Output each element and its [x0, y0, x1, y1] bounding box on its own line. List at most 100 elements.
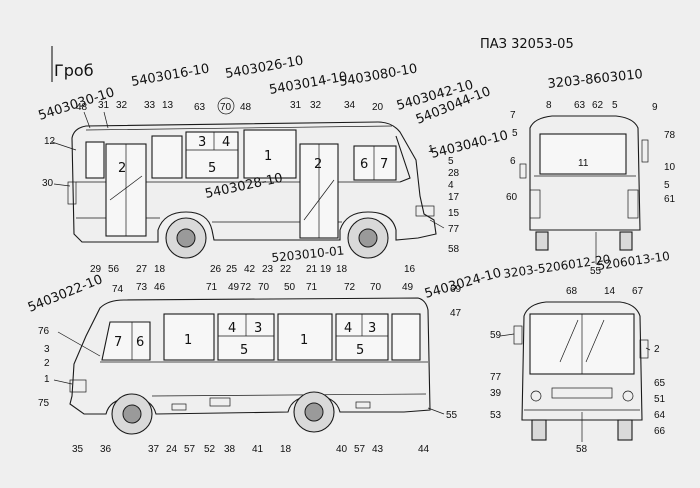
- b-callout-41: 41: [252, 444, 264, 455]
- window-2: [185, 131, 239, 179]
- front-callout-14: 14: [604, 286, 616, 297]
- callout-4: 4: [448, 180, 454, 191]
- callout-13: 13: [162, 100, 174, 111]
- front-lamp-right: [622, 390, 634, 402]
- callout-25: 25: [226, 264, 238, 275]
- callout-32b: 32: [310, 100, 322, 111]
- callout-18a: 18: [154, 264, 166, 275]
- callout-30: 30: [42, 178, 54, 189]
- part-5403014: 5403014-10: [268, 69, 349, 98]
- rear-callout-5b: 5: [512, 128, 518, 139]
- leader-12: [51, 141, 77, 151]
- rear-window: [539, 133, 627, 175]
- b-callout-37: 37: [148, 444, 160, 455]
- part-3203-8603010: 3203-8603010: [547, 67, 644, 92]
- b-callout-73: 73: [136, 282, 148, 293]
- side-view-bottom: 7 6 1 4 3 5 1 4 3 5: [69, 297, 431, 435]
- callout-26: 26: [210, 264, 222, 275]
- leader-48a: [83, 111, 91, 129]
- callout-48b: 48: [240, 102, 252, 113]
- rear-door-diag: [109, 175, 143, 201]
- panel-b-4b: 4: [344, 321, 352, 336]
- callout-20: 20: [372, 102, 384, 113]
- callout-27: 27: [136, 264, 148, 275]
- part-5403022: 5403022-10: [26, 272, 105, 316]
- panel-b-7: 7: [114, 335, 122, 350]
- callout-33: 33: [144, 100, 156, 111]
- grille: [551, 387, 613, 399]
- bottom-skirt: [151, 393, 427, 397]
- callout-48a: 48: [76, 102, 88, 113]
- callout-58: 58: [448, 244, 460, 255]
- leader-77: [429, 219, 445, 229]
- rear-body-outline: [529, 115, 641, 231]
- callout-63: 63: [194, 102, 206, 113]
- rear-lamp-left: [529, 189, 541, 219]
- top-body-outline: [71, 121, 437, 243]
- part-5203010: 5203010-01: [271, 243, 345, 265]
- b-callout-2: 2: [44, 358, 50, 369]
- b-callout-47: 47: [450, 308, 462, 319]
- rear-callout-78: 78: [664, 130, 676, 141]
- front-lamp-left: [530, 390, 542, 402]
- leader-b-55: [427, 407, 445, 415]
- b-callout-55: 55: [446, 410, 458, 421]
- front-callout-39: 39: [490, 388, 502, 399]
- b-callout-70b: 70: [370, 282, 382, 293]
- callout-29: 29: [90, 264, 102, 275]
- front-callout-66: 66: [654, 426, 666, 437]
- bwin-5: [391, 313, 421, 361]
- callout-31a: 31: [98, 100, 110, 111]
- b-callout-69: 69: [450, 284, 462, 295]
- rear-callout-60: 60: [506, 192, 518, 203]
- cab-window: [101, 321, 151, 361]
- b-callout-52: 52: [204, 444, 216, 455]
- callout-42: 42: [244, 264, 256, 275]
- wiper-right: [585, 319, 605, 363]
- panel-5: 5: [208, 161, 216, 176]
- callout-70-ring: [217, 97, 235, 115]
- b-callout-40: 40: [336, 444, 348, 455]
- rear-callout-6: 6: [510, 156, 516, 167]
- driver-window: [353, 145, 397, 181]
- callout-19: 19: [320, 264, 332, 275]
- callout-5-top: 5: [448, 156, 454, 167]
- part-5403024: 5403024-10: [423, 266, 503, 302]
- b-callout-43: 43: [372, 444, 384, 455]
- rear-mirror-right: [641, 139, 649, 163]
- hatch-3: [355, 401, 371, 409]
- panel-b-5b: 5: [356, 343, 364, 358]
- b-callout-57a: 57: [184, 444, 196, 455]
- panel-b-1b: 1: [300, 333, 308, 348]
- rear-callout-7: 7: [510, 110, 516, 121]
- front-body-outline: [521, 301, 643, 421]
- callout-31b: 31: [290, 100, 302, 111]
- part-5403026: 5403026-10: [224, 53, 305, 82]
- leader-30: [53, 183, 71, 187]
- front-callout-58: 58: [576, 444, 588, 455]
- part-5403080: 5403080-10: [338, 61, 419, 90]
- front-callout-67: 67: [632, 286, 644, 297]
- front-headlight: [69, 379, 87, 393]
- callout-17: 17: [448, 192, 460, 203]
- panel-b-6: 6: [136, 335, 144, 350]
- header-model-text: ПАЗ 32053-05: [480, 37, 574, 52]
- rear-callout-5c: 5: [664, 180, 670, 191]
- b-callout-38: 38: [224, 444, 236, 455]
- b-callout-72a: 72: [240, 282, 252, 293]
- callout-16: 16: [404, 264, 416, 275]
- hatch-1: [171, 403, 187, 411]
- wiper-left: [559, 319, 579, 363]
- leader-b-1: [53, 379, 73, 385]
- callout-56: 56: [108, 264, 120, 275]
- panel-b-3b: 3: [368, 321, 376, 336]
- b-callout-74: 74: [112, 284, 124, 295]
- rear-lamp-right: [627, 189, 639, 219]
- rear-wheel-left: [535, 231, 549, 251]
- front-callout-68: 68: [566, 286, 578, 297]
- b-callout-3: 3: [44, 344, 50, 355]
- bottom-rear-hub: [304, 402, 324, 422]
- front-view: 3203-5206012-20 5206013-10 68 14 67 59 2…: [490, 249, 671, 455]
- rear-callout-61: 61: [664, 194, 676, 205]
